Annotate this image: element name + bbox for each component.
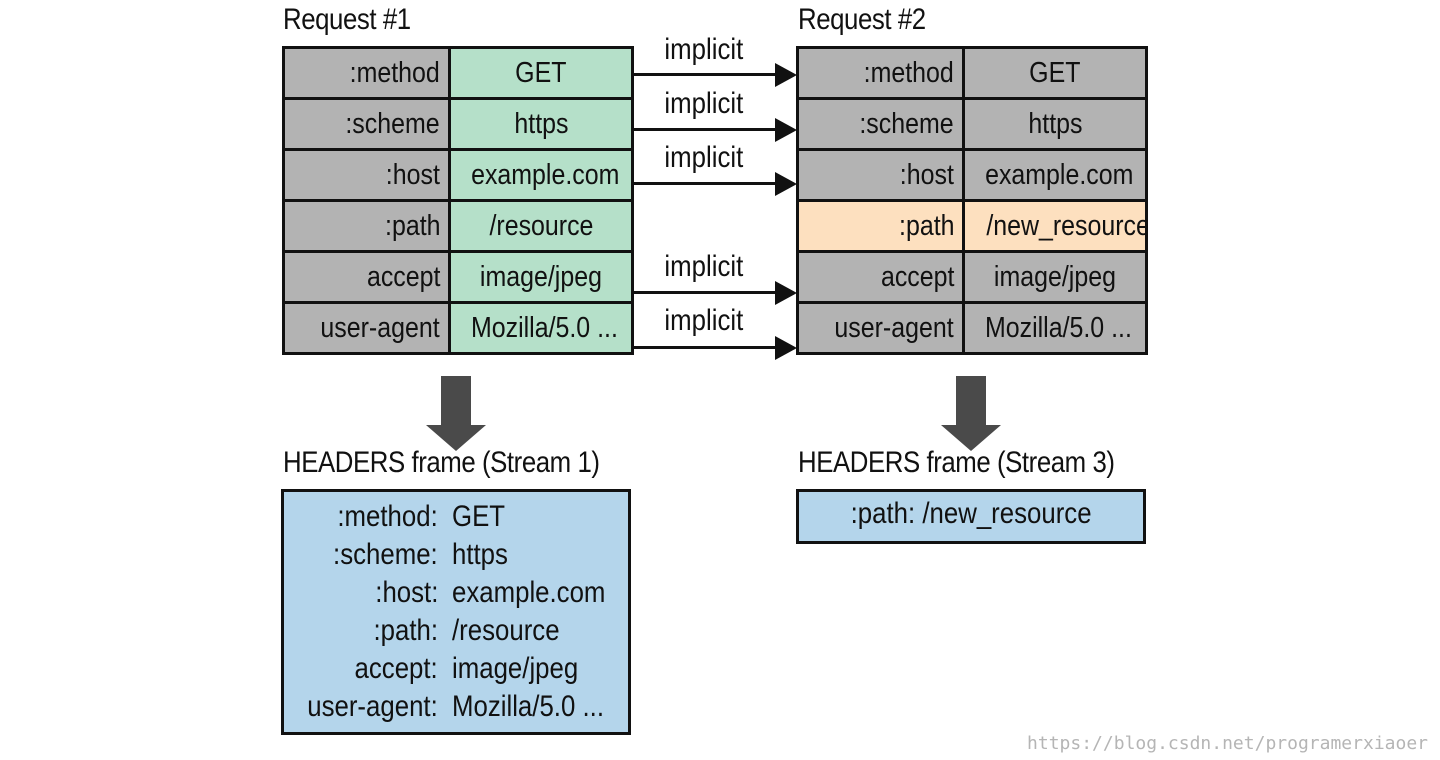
frame-line: :scheme:https [333,538,508,571]
request1-row-path: :path /resource [282,199,634,253]
header-name: :host [282,148,451,202]
watermark: https://blog.csdn.net/programerxiaoer [1027,733,1428,754]
header-name: accept [796,250,965,304]
header-name: :scheme [796,97,965,151]
header-value: GET [962,46,1148,100]
down-arrow-stream3-shaft [956,376,986,426]
header-value: example.com [448,148,634,202]
arrow-right-icon [775,63,797,87]
header-value: example.com [962,148,1148,202]
header-value: image/jpeg [962,250,1148,304]
arrow-right-icon [775,336,797,360]
request1-row-accept: accept image/jpeg [282,250,634,304]
header-name: user-agent [796,301,965,355]
request1-row-method: :method GET [282,46,634,100]
implicit-arrow-scheme-line [631,128,777,131]
implicit-label-accept: implicit [664,250,744,283]
request1-header-table: :method GET :scheme https :host example.… [282,46,634,355]
frame-line: accept:image/jpeg [354,652,579,685]
header-name: :scheme [282,97,451,151]
request2-row-user-agent: user-agent Mozilla/5.0 ... [796,301,1148,355]
header-name: :method [282,46,451,100]
request2-row-host: :host example.com [796,148,1148,202]
implicit-label-host: implicit [664,141,744,174]
header-value: Mozilla/5.0 ... [962,301,1148,355]
arrow-down-icon [426,425,486,451]
header-value: /resource [448,199,634,253]
headers-frame-stream3: :path: /new_resource [796,489,1146,544]
header-value: /new_resource [962,199,1148,253]
implicit-label-user-agent: implicit [664,304,744,337]
frame-line: user-agent:Mozilla/5.0 ... [307,690,604,723]
implicit-arrow-method-line [631,73,777,76]
request1-row-user-agent: user-agent Mozilla/5.0 ... [282,301,634,355]
header-name: user-agent [282,301,451,355]
header-value: Mozilla/5.0 ... [448,301,634,355]
request2-row-path-changed: :path /new_resource [796,199,1148,253]
frame-line: :path: /new_resource [850,497,1092,530]
header-value: https [448,97,634,151]
arrow-right-icon [775,281,797,305]
header-name: accept [282,250,451,304]
frame2-title: HEADERS frame (Stream 3) [798,446,1115,479]
frame-line: :path:/resource [373,614,560,647]
arrow-right-icon [775,118,797,142]
header-value: image/jpeg [448,250,634,304]
implicit-arrow-accept-line [631,291,777,294]
frame-line: :host:example.com [374,576,606,609]
request2-row-method: :method GET [796,46,1148,100]
implicit-label-scheme: implicit [664,87,744,120]
implicit-arrow-host-line [631,182,777,185]
request1-title: Request #1 [283,3,411,36]
request2-row-accept: accept image/jpeg [796,250,1148,304]
header-name: :host [796,148,965,202]
header-name: :method [796,46,965,100]
header-value: GET [448,46,634,100]
request2-header-table: :method GET :scheme https :host example.… [796,46,1148,355]
header-name: :path [282,199,451,253]
frame1-title: HEADERS frame (Stream 1) [283,446,600,479]
down-arrow-stream1-shaft [441,376,471,426]
header-value: https [962,97,1148,151]
arrow-right-icon [775,172,797,196]
header-name: :path [796,199,965,253]
frame-line: :method:GET [337,500,506,533]
implicit-arrow-user-agent-line [631,346,777,349]
request2-row-scheme: :scheme https [796,97,1148,151]
implicit-label-method: implicit [664,33,744,66]
headers-frame-stream1: :method:GET :scheme:https :host:example.… [281,489,631,735]
arrow-down-icon [941,425,1001,451]
request1-row-host: :host example.com [282,148,634,202]
request1-row-scheme: :scheme https [282,97,634,151]
request2-title: Request #2 [798,3,926,36]
